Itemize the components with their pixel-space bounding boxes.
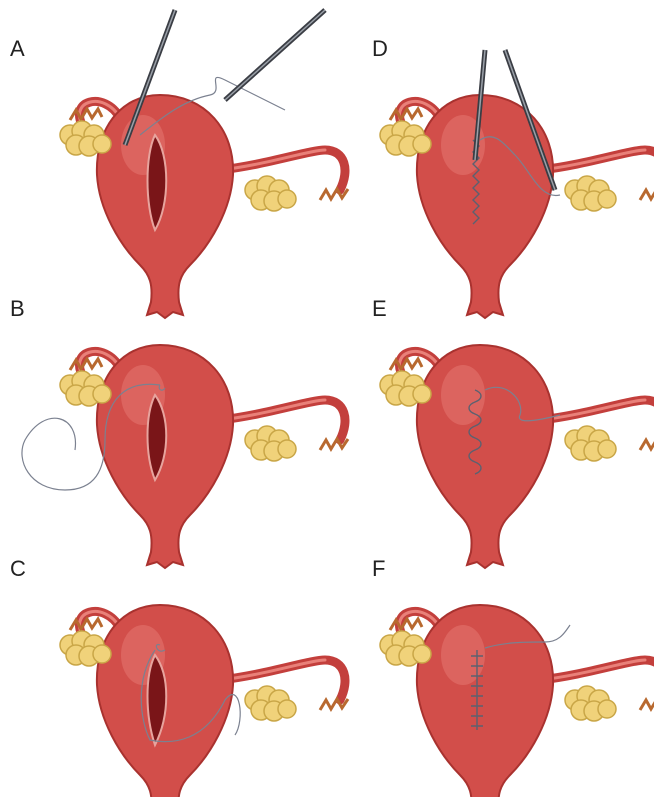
ovary-right [565, 176, 616, 211]
forceps [225, 10, 325, 100]
uterus-illustration [380, 50, 654, 318]
uterus-illustration [60, 605, 348, 797]
panel-label-d: D [372, 36, 388, 61]
panel-label-e: E [372, 296, 387, 321]
panel-a: A [10, 10, 348, 318]
ovary-left [60, 121, 111, 156]
uterus-illustration [22, 345, 348, 568]
panel-f: F [372, 556, 654, 797]
ovary-left [60, 631, 111, 666]
ovary-left [380, 371, 431, 406]
ovary-right [245, 176, 296, 211]
ovary-right [565, 686, 616, 721]
uterus-illustration [60, 10, 348, 318]
panel-label-b: B [10, 296, 25, 321]
panel-c: C [10, 556, 348, 797]
panel-label-f: F [372, 556, 385, 581]
ovary-left [380, 631, 431, 666]
uterus-illustration [380, 345, 654, 568]
panel-e: E [372, 296, 654, 568]
ovary-left [60, 371, 111, 406]
panel-label-a: A [10, 36, 25, 61]
ovary-right [245, 426, 296, 461]
panel-d: D [372, 36, 654, 318]
panel-b: B [10, 296, 348, 568]
ovary-left [380, 121, 431, 156]
panel-label-c: C [10, 556, 26, 581]
uterus-illustration [380, 605, 654, 797]
ovary-right [245, 686, 296, 721]
ovary-right [565, 426, 616, 461]
